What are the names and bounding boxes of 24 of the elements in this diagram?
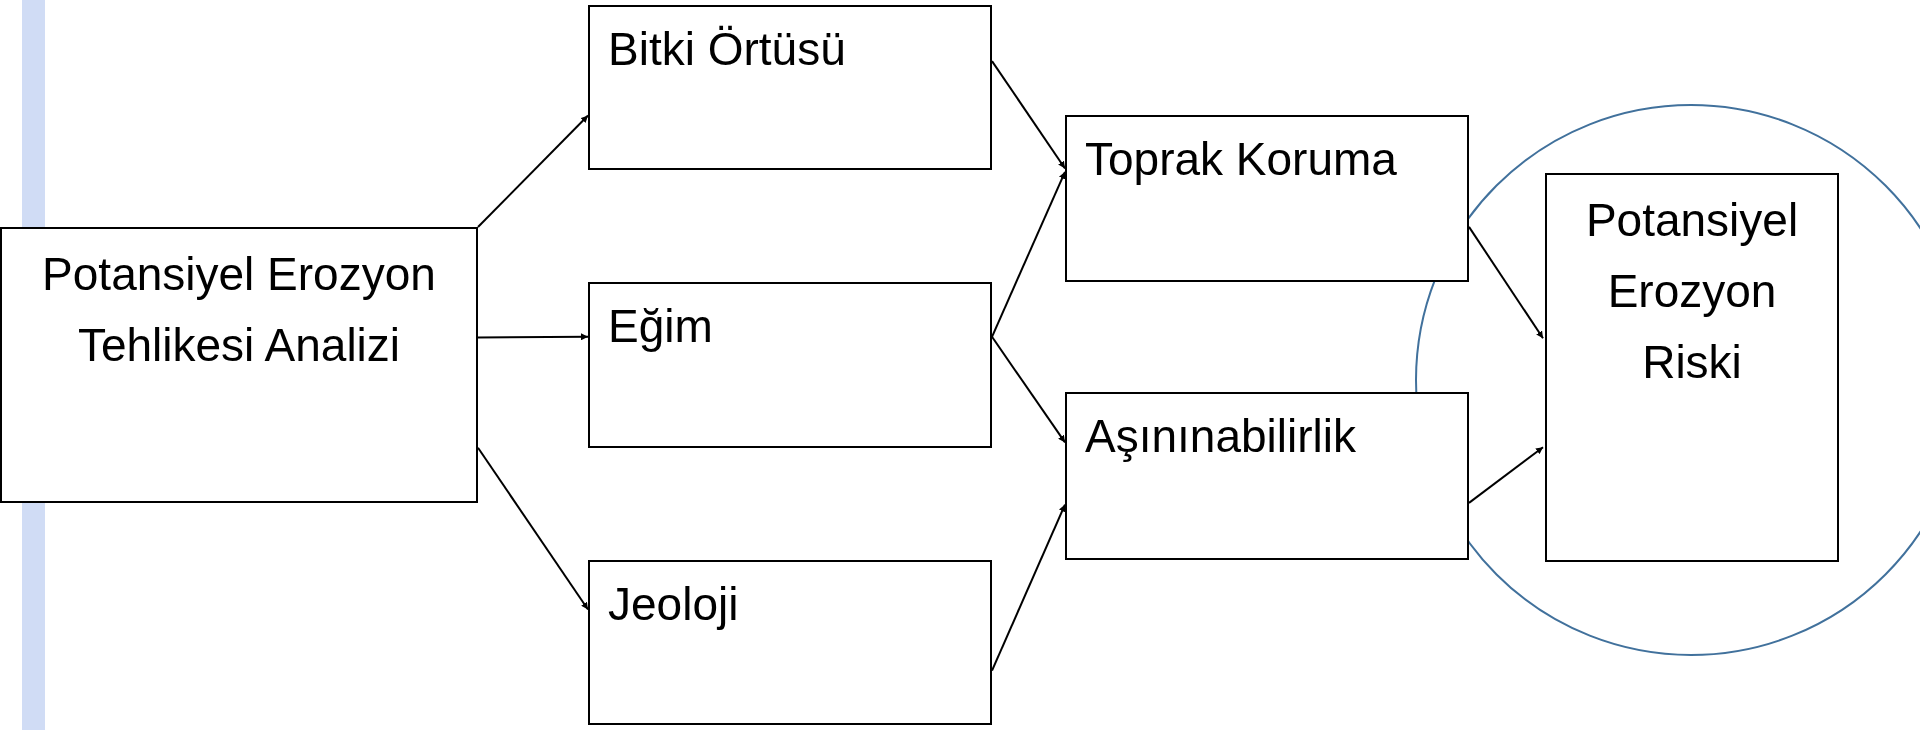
arrow — [991, 335, 1066, 444]
box-label: Potansiyel Erozyon Riski — [1584, 193, 1800, 390]
arrow — [477, 114, 589, 228]
arrow — [991, 503, 1066, 672]
process-box — [588, 282, 992, 448]
box-label: Potansiyel Erozyon Tehlikesi Analizi — [41, 247, 437, 373]
arrow — [1468, 446, 1544, 504]
process-box — [0, 227, 478, 503]
arrow — [991, 60, 1066, 170]
process-box — [588, 560, 992, 725]
arrow — [477, 446, 589, 611]
process-box — [1065, 115, 1469, 282]
box-label: Aşınınabilirlik — [1085, 409, 1356, 464]
process-box — [1065, 392, 1469, 560]
process-box — [588, 5, 992, 170]
arrow — [477, 333, 589, 341]
box-label: Bitki Örtüsü — [608, 22, 846, 77]
box-label: Eğim — [608, 299, 713, 354]
box-label: Toprak Koruma — [1085, 132, 1397, 187]
process-box — [1545, 173, 1839, 562]
arrow — [991, 170, 1066, 338]
box-label: Jeoloji — [608, 577, 739, 632]
circle-outline — [1415, 104, 1920, 656]
arrow — [1468, 225, 1544, 340]
